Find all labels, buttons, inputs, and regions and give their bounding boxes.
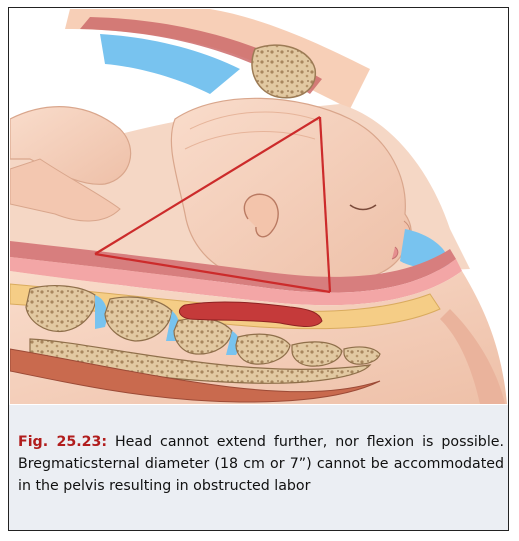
- figure-label: Fig. 25.23:: [18, 434, 107, 450]
- obstetric-illustration: [10, 9, 507, 404]
- figure-frame: Fig. 25.23: Head cannot extend further, …: [8, 7, 509, 531]
- figure-caption: Fig. 25.23: Head cannot extend further, …: [18, 431, 504, 497]
